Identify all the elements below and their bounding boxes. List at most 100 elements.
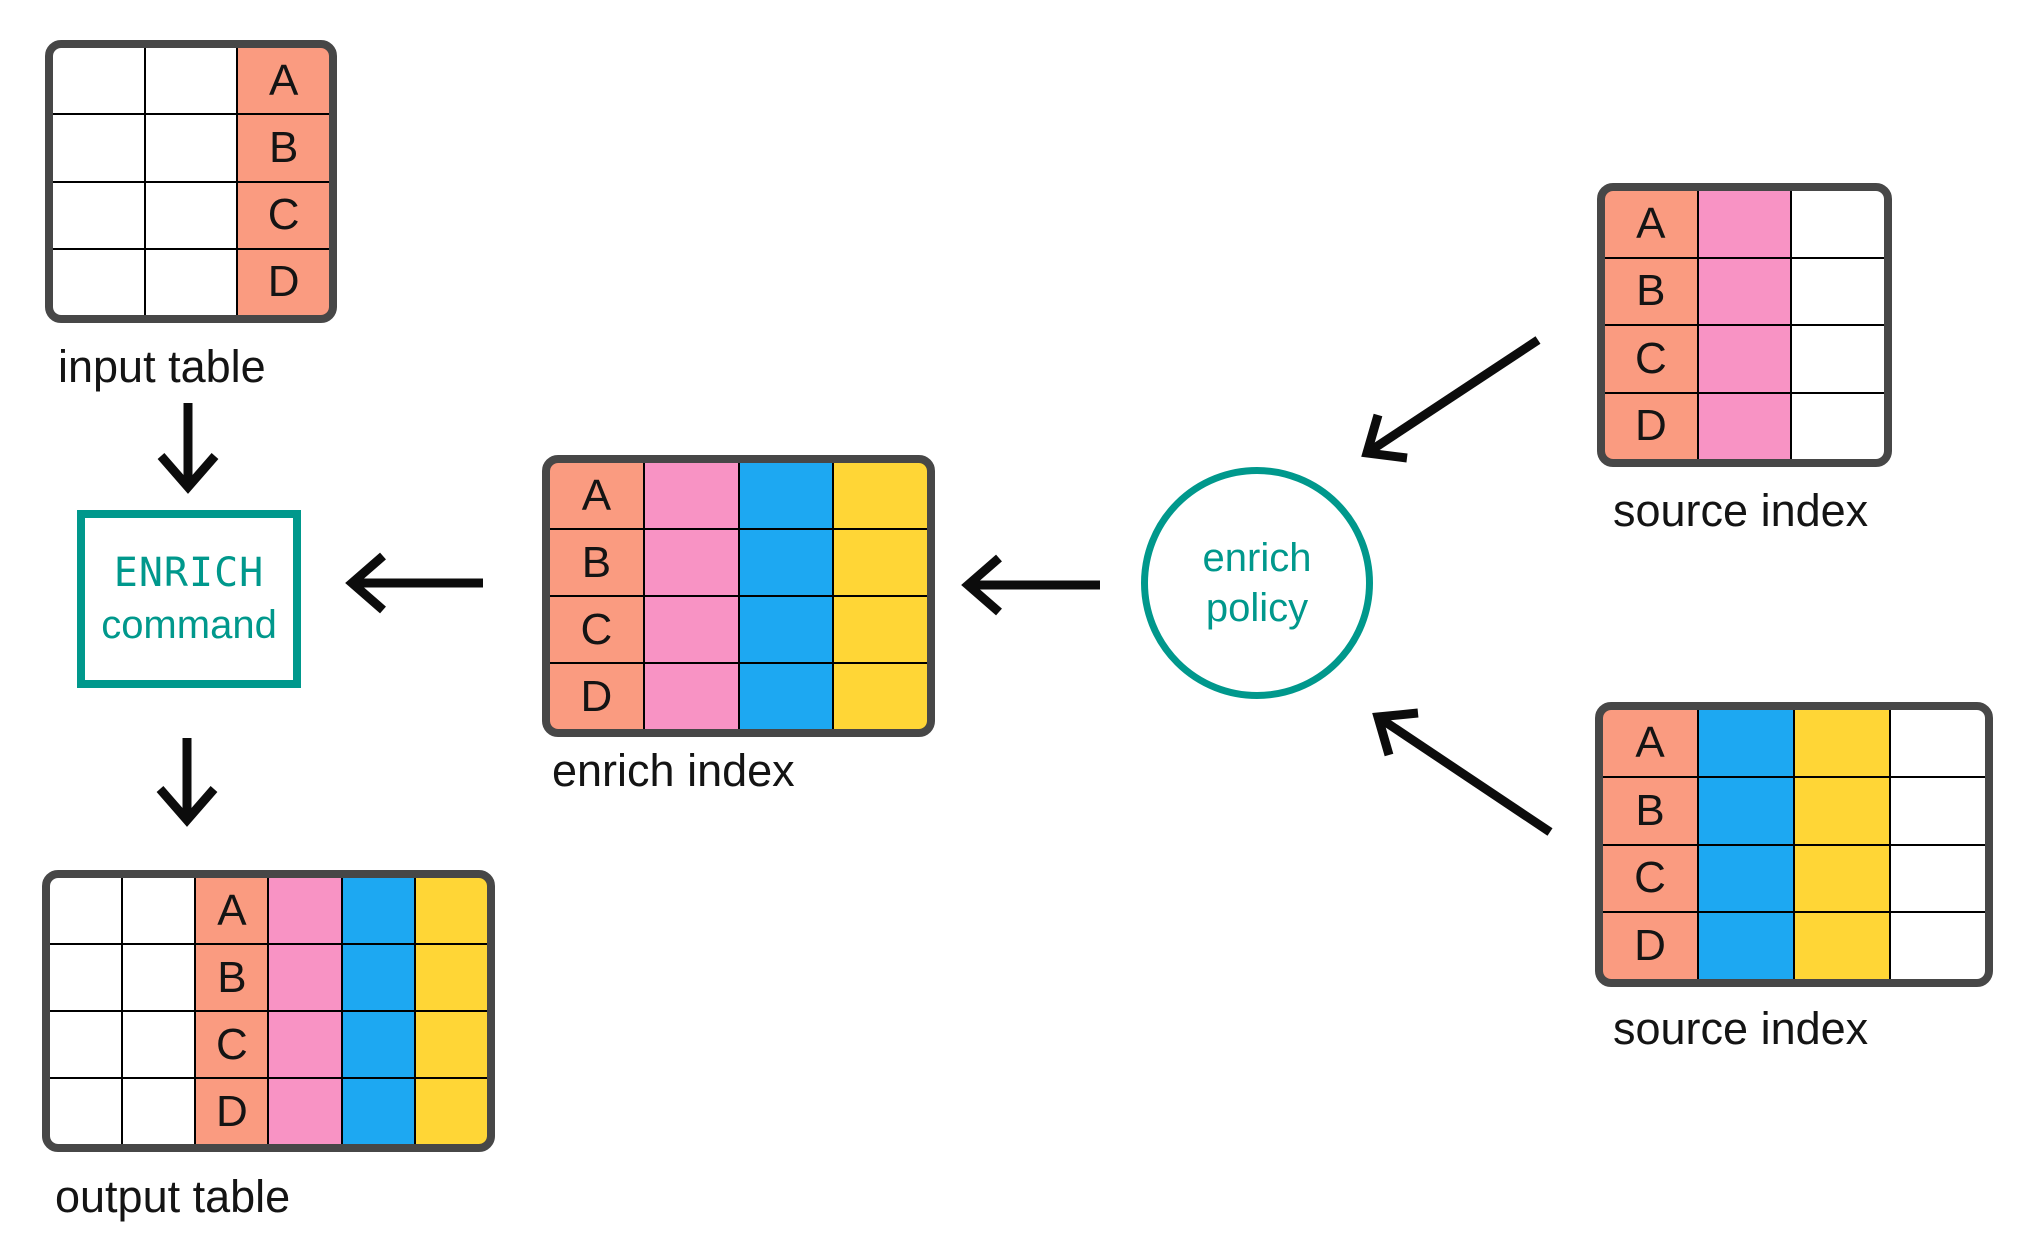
arrow-policy-to-index [961, 554, 1100, 616]
table-cell [644, 463, 738, 528]
table-cell: B [550, 530, 643, 595]
table-cell [50, 1012, 122, 1077]
table-cell [415, 945, 487, 1010]
source-index-bottom-label: source index [1613, 1003, 1869, 1054]
enrich-command-line2: command [101, 603, 277, 647]
table-cell [1792, 393, 1884, 459]
source-index-top-label: source index [1613, 485, 1869, 536]
enrich-policy-line2: policy [1205, 586, 1309, 630]
table-cell [834, 463, 927, 528]
table-cell [834, 530, 927, 595]
table-cell [1795, 913, 1889, 979]
arrow-index-to-command [345, 552, 483, 614]
table-cell [1795, 845, 1889, 912]
table-cell [1891, 777, 1985, 844]
enrich-command-line1: ENRICH [113, 550, 265, 596]
table-cell [1699, 710, 1793, 776]
arrow-input-to-command [157, 403, 219, 494]
table-cell [123, 878, 195, 943]
table-cell [50, 878, 122, 943]
table-cell: C [1605, 326, 1697, 392]
output-table-label: output table [55, 1171, 291, 1222]
table-cell: C [196, 1012, 268, 1077]
input-table-label: input table [58, 341, 266, 392]
table-cell: D [1603, 913, 1697, 979]
table-cell [145, 182, 237, 248]
table-cell [269, 945, 341, 1010]
table-cell [834, 664, 927, 729]
table-cell [644, 597, 738, 662]
table-cell [415, 878, 487, 943]
table-cell: C [550, 597, 643, 662]
table-cell [415, 1079, 487, 1144]
table-cell [834, 597, 927, 662]
table-cell [123, 945, 195, 1010]
table-cell: B [238, 115, 329, 181]
table-cell [1698, 393, 1791, 459]
enrich-policy-line1: enrich [1202, 536, 1312, 580]
table-cell [145, 249, 237, 315]
table-cell [739, 664, 833, 729]
enrich-index-label: enrich index [552, 745, 795, 796]
table-cell [342, 878, 414, 943]
table-cell: B [196, 945, 268, 1010]
table-cell: C [238, 182, 329, 248]
table-cell [1699, 777, 1793, 844]
table-cell [53, 48, 144, 114]
arrow-source-bottom-to-policy [1372, 708, 1553, 836]
table-cell [1699, 913, 1793, 979]
table-cell [1792, 191, 1884, 257]
table-cell: D [550, 664, 643, 729]
table-cell [269, 878, 341, 943]
table-cell [1699, 845, 1793, 912]
table-cell [644, 664, 738, 729]
table-cell [1891, 913, 1985, 979]
table-cell [1698, 258, 1791, 324]
table-cell: D [196, 1079, 268, 1144]
table-cell [123, 1012, 195, 1077]
table-cell [53, 249, 144, 315]
table-cell [145, 48, 237, 114]
table-cell [342, 1012, 414, 1077]
table-cell: C [1603, 845, 1697, 912]
table-cell: B [1605, 258, 1697, 324]
table-cell [1792, 326, 1884, 392]
table-cell [342, 1079, 414, 1144]
table-cell [1795, 710, 1889, 776]
table-cell: A [196, 878, 268, 943]
table-cell [1795, 777, 1889, 844]
arrow-command-to-output [156, 738, 218, 827]
table-cell [342, 945, 414, 1010]
table-cell [269, 1079, 341, 1144]
table-cell [269, 1012, 341, 1077]
table-cell [739, 597, 833, 662]
table-cell [50, 1079, 122, 1144]
table-cell: B [1603, 777, 1697, 844]
table-cell [644, 530, 738, 595]
table-cell: A [238, 48, 329, 114]
table-cell [739, 463, 833, 528]
table-cell: A [1605, 191, 1697, 257]
table-cell [1891, 710, 1985, 776]
table-cell [415, 1012, 487, 1077]
table-cell: A [1603, 710, 1697, 776]
table-cell [1792, 258, 1884, 324]
table-cell [145, 115, 237, 181]
enrich-command-box: ENRICH command [77, 510, 301, 688]
table-cell: A [550, 463, 643, 528]
table-cell [1698, 326, 1791, 392]
arrow-source-top-to-policy [1361, 336, 1541, 463]
table-cell [50, 945, 122, 1010]
table-cell [739, 530, 833, 595]
table-cell [123, 1079, 195, 1144]
table-cell [1891, 845, 1985, 912]
table-cell [53, 115, 144, 181]
table-cell [53, 182, 144, 248]
enrich-policy-circle: enrich policy [1141, 467, 1373, 699]
